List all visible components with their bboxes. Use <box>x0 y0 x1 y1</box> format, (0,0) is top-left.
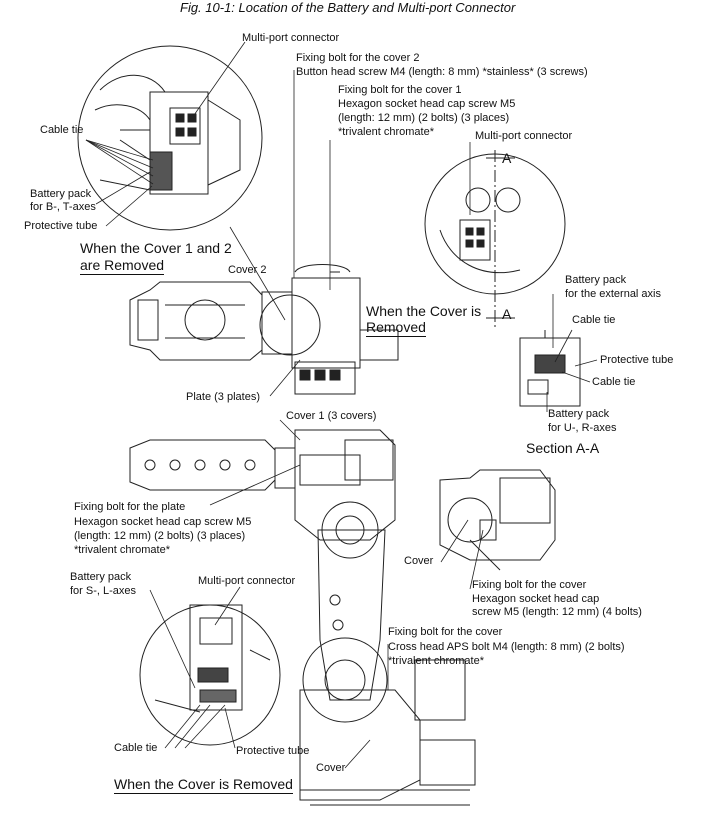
label-fix-cover2-line1: Fixing bolt for the cover 2 <box>296 52 420 64</box>
label-fix-cover1-line3: (length: 12 mm) (2 bolts) (3 places) <box>338 112 510 124</box>
label-fix-cover-bottom-line2: Cross head APS bolt M4 (length: 8 mm) (2… <box>388 641 625 653</box>
label-multiport-top: Multi-port connector <box>242 32 340 44</box>
label-fix-cover2-line2: Button head screw M4 (length: 8 mm) *sta… <box>296 66 588 78</box>
label-fix-cover-right-line3: screw M5 (length: 12 mm) (4 bolts) <box>472 606 642 618</box>
section-aa-view <box>519 330 581 407</box>
label-fix-plate-line4: *trivalent chromate* <box>74 544 170 556</box>
label-multiport-section: Multi-port connector <box>475 130 573 142</box>
label-fix-cover-right-line1: Fixing bolt for the cover <box>472 579 587 591</box>
label-view-cover12-line1: When the Cover 1 and 2 <box>80 240 232 256</box>
label-view-cover-mid-line2: Removed <box>366 319 426 337</box>
label-battery-ext-line2: for the external axis <box>565 288 661 300</box>
label-protective-tube-top: Protective tube <box>24 220 98 232</box>
figure-title: Fig. 10-1: Location of the Battery and M… <box>180 0 516 15</box>
label-cover1: Cover 1 (3 covers) <box>286 410 377 422</box>
label-cable-tie-bottom: Cable tie <box>114 742 158 754</box>
label-battery-bt-line2: for B-, T-axes <box>30 201 96 213</box>
label-cable-tie-top: Cable tie <box>40 124 84 136</box>
label-cable-tie-section-1: Cable tie <box>572 314 616 326</box>
label-battery-ext-line1: Battery pack <box>565 274 627 286</box>
label-fix-plate-line2: Hexagon socket head cap screw M5 <box>74 516 252 528</box>
detail-circle-section <box>424 150 566 330</box>
label-cable-tie-section-2: Cable tie <box>592 376 636 388</box>
label-fix-plate-line3: (length: 12 mm) (2 bolts) (3 places) <box>74 530 246 542</box>
label-view-cover12-line2: are Removed <box>80 257 165 275</box>
label-section-a-top: A <box>502 150 512 166</box>
leader-lines <box>85 41 598 769</box>
label-view-cover-bottom: When the Cover is Removed <box>114 776 293 794</box>
label-fix-cover-right-line2: Hexagon socket head cap <box>472 593 600 605</box>
label-fix-cover1-line4: *trivalent chromate* <box>338 126 434 138</box>
label-battery-bt-line1: Battery pack <box>30 188 92 200</box>
label-protective-tube-section: Protective tube <box>600 354 674 366</box>
robot-body <box>299 501 476 806</box>
detail-circle-sl-axes <box>139 604 281 746</box>
label-battery-sl-line2: for S-, L-axes <box>70 585 137 597</box>
detail-circle-bt-axes <box>77 45 263 231</box>
label-fix-cover-bottom-line1: Fixing bolt for the cover <box>388 626 503 638</box>
label-view-cover-mid-line1: When the Cover is <box>366 303 482 319</box>
label-plate: Plate (3 plates) <box>186 391 260 403</box>
label-fix-plate-line1: Fixing bolt for the plate <box>74 501 186 513</box>
label-battery-ur-line2: for U-, R-axes <box>548 422 617 434</box>
label-battery-ur-line1: Battery pack <box>548 408 610 420</box>
label-cover-right: Cover <box>404 555 434 567</box>
label-section-aa: Section A-A <box>526 440 600 456</box>
label-protective-tube-bottom: Protective tube <box>236 745 310 757</box>
label-fix-cover1-line2: Hexagon socket head cap screw M5 <box>338 98 516 110</box>
label-multiport-bottom: Multi-port connector <box>198 575 296 587</box>
robot-side-view <box>439 469 556 571</box>
label-fix-cover-bottom-line3: *trivalent chromate* <box>388 655 484 667</box>
label-cover-bottom: Cover <box>316 762 346 774</box>
robot-arm-top <box>129 264 399 395</box>
label-fix-cover1-line1: Fixing bolt for the cover 1 <box>338 84 462 96</box>
label-battery-sl-line1: Battery pack <box>70 571 132 583</box>
label-cover2: Cover 2 <box>228 264 267 276</box>
label-section-a-bottom: A <box>502 306 512 322</box>
